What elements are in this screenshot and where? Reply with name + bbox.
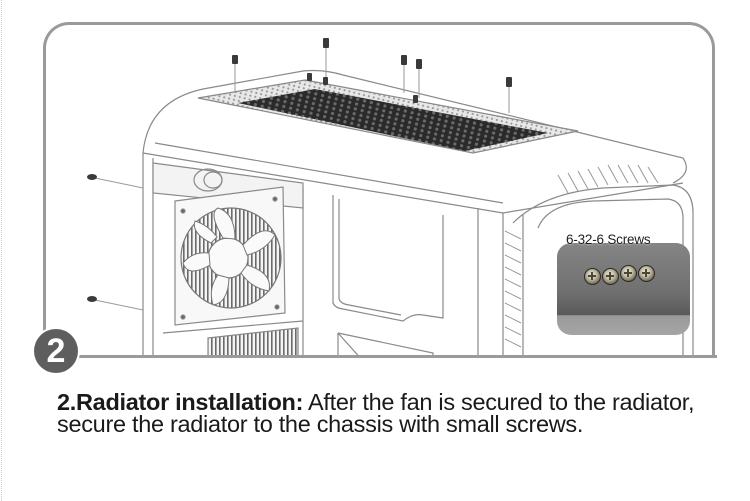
frame-bottom-edge — [43, 355, 717, 358]
screws-photo-callout — [557, 243, 690, 335]
step-title: 2.Radiator installation: — [57, 389, 304, 415]
chassis-illustration — [87, 38, 694, 358]
step-description: After the fan is secured to the radiator… — [57, 389, 695, 437]
screw-icon — [584, 268, 601, 285]
screw-icon — [638, 265, 655, 282]
step-caption: 2.Radiator installation: After the fan i… — [57, 389, 717, 437]
screw-icon — [602, 268, 619, 285]
illustration-frame — [43, 22, 715, 358]
screws-label: 6-32-6 Screws — [566, 232, 651, 247]
page-edge — [1, 0, 2, 501]
step-number-badge: 2 — [34, 329, 78, 373]
screw-icon — [620, 265, 637, 282]
